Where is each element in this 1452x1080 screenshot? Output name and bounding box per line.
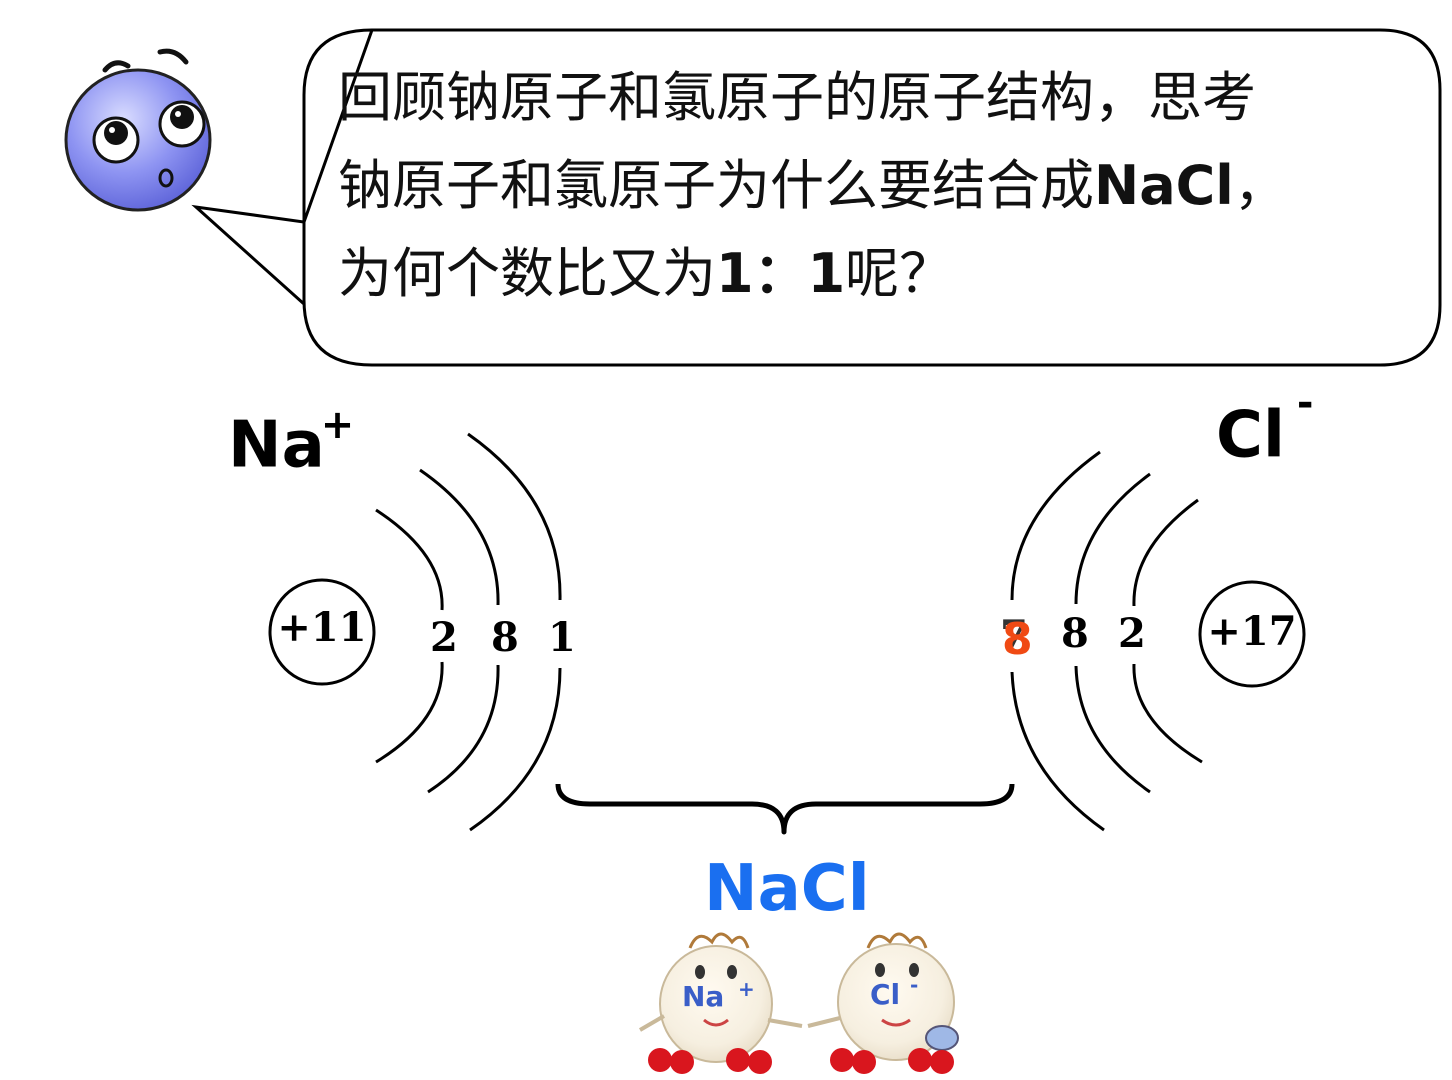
bubble-text-3: 为何个数比又为: [338, 242, 716, 305]
sodium-charge: +: [320, 402, 355, 448]
bubble-text-2-end: ，: [1233, 154, 1288, 217]
bubble-text-1: 回顾钠原子和氯原子的原子结构，思考: [338, 66, 1256, 129]
sodium-nucleus-circle: [268, 578, 376, 686]
bubble-ratio: 1：1: [716, 242, 846, 305]
sodium-mascot-charge: +: [738, 977, 755, 1001]
sodium-shell-arcs: [375, 432, 562, 832]
bubble-formula: NaCl: [1094, 154, 1234, 217]
brace: [555, 783, 1015, 835]
chlorine-nucleus-charge: +17: [1207, 608, 1297, 655]
sodium-symbol: Na: [228, 408, 325, 483]
thinking-face-icon: [64, 48, 212, 212]
chloride-mascot-label: Cl: [870, 978, 900, 1011]
chlorine-shell-3: 2: [1118, 610, 1146, 657]
nacl-label: NaCl: [704, 852, 870, 926]
chloride-mascot-icon: Cl -: [807, 932, 959, 1074]
bubble-line-3: 为何个数比又为1：1呢？: [338, 244, 953, 304]
bubble-text-3-end: 呢？: [845, 242, 954, 305]
bubble-text-2: 钠原子和氯原子为什么要结合成: [338, 154, 1094, 217]
bubble-line-1: 回顾钠原子和氯原子的原子结构，思考: [338, 68, 1256, 128]
sodium-nucleus-charge: +11: [277, 604, 367, 651]
chlorine-shell-outer: 8: [1002, 614, 1033, 665]
chloride-mascot-charge: -: [910, 973, 918, 997]
sodium-mascot-label: Na: [682, 980, 724, 1013]
sodium-shell-2: 8: [491, 614, 519, 661]
ion-mascots: Na + Cl -: [638, 932, 959, 1074]
chlorine-nucleus-circle: [1198, 580, 1306, 688]
sodium-shell-3: 1: [548, 614, 576, 661]
chlorine-original-outer: 7: [1000, 612, 1028, 659]
chlorine-shell-2: 8: [1061, 610, 1089, 657]
chlorine-charge: -: [1296, 380, 1314, 426]
sodium-mascot-icon: Na +: [638, 932, 803, 1074]
speech-bubble-outline: [191, 28, 1442, 367]
sodium-ion-label: Na+: [228, 402, 354, 483]
bubble-line-2: 钠原子和氯原子为什么要结合成NaCl，: [338, 156, 1288, 216]
chloride-ion-label: Cl-: [1216, 380, 1314, 473]
sodium-shell-1: 2: [430, 614, 458, 661]
chlorine-shell-arcs: [1010, 450, 1203, 832]
chlorine-symbol: Cl: [1216, 398, 1285, 473]
